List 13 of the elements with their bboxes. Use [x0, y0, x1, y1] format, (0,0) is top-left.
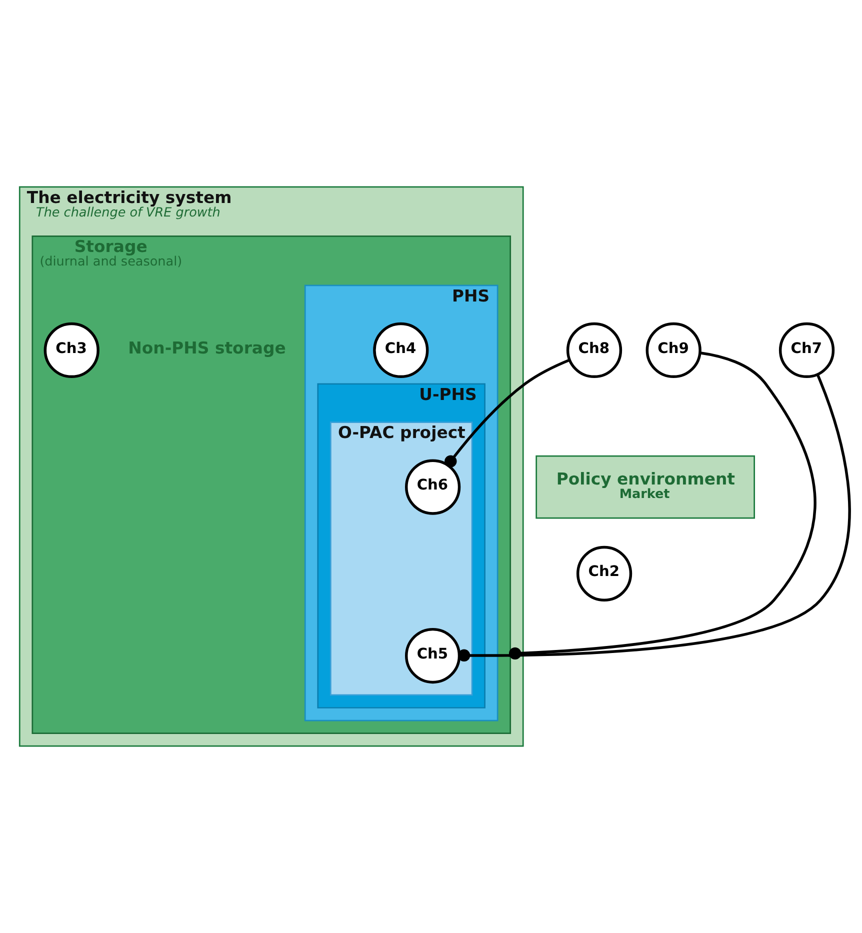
label: Non-PHS storage [128, 338, 286, 358]
node-circle: Ch3 [44, 322, 100, 378]
node-circle: Ch9 [646, 322, 702, 378]
connector [458, 374, 851, 662]
connector [444, 358, 570, 468]
node-box: Policy environment Market [536, 455, 755, 519]
node-circle: Ch7 [778, 322, 835, 378]
node-circle: Ch5 [405, 628, 461, 684]
node-circle: Ch6 [405, 459, 461, 515]
node-circle: Ch2 [576, 546, 632, 602]
node-circle: Ch8 [566, 322, 622, 378]
node-circle: Ch4 [373, 322, 429, 378]
connector [508, 351, 816, 660]
